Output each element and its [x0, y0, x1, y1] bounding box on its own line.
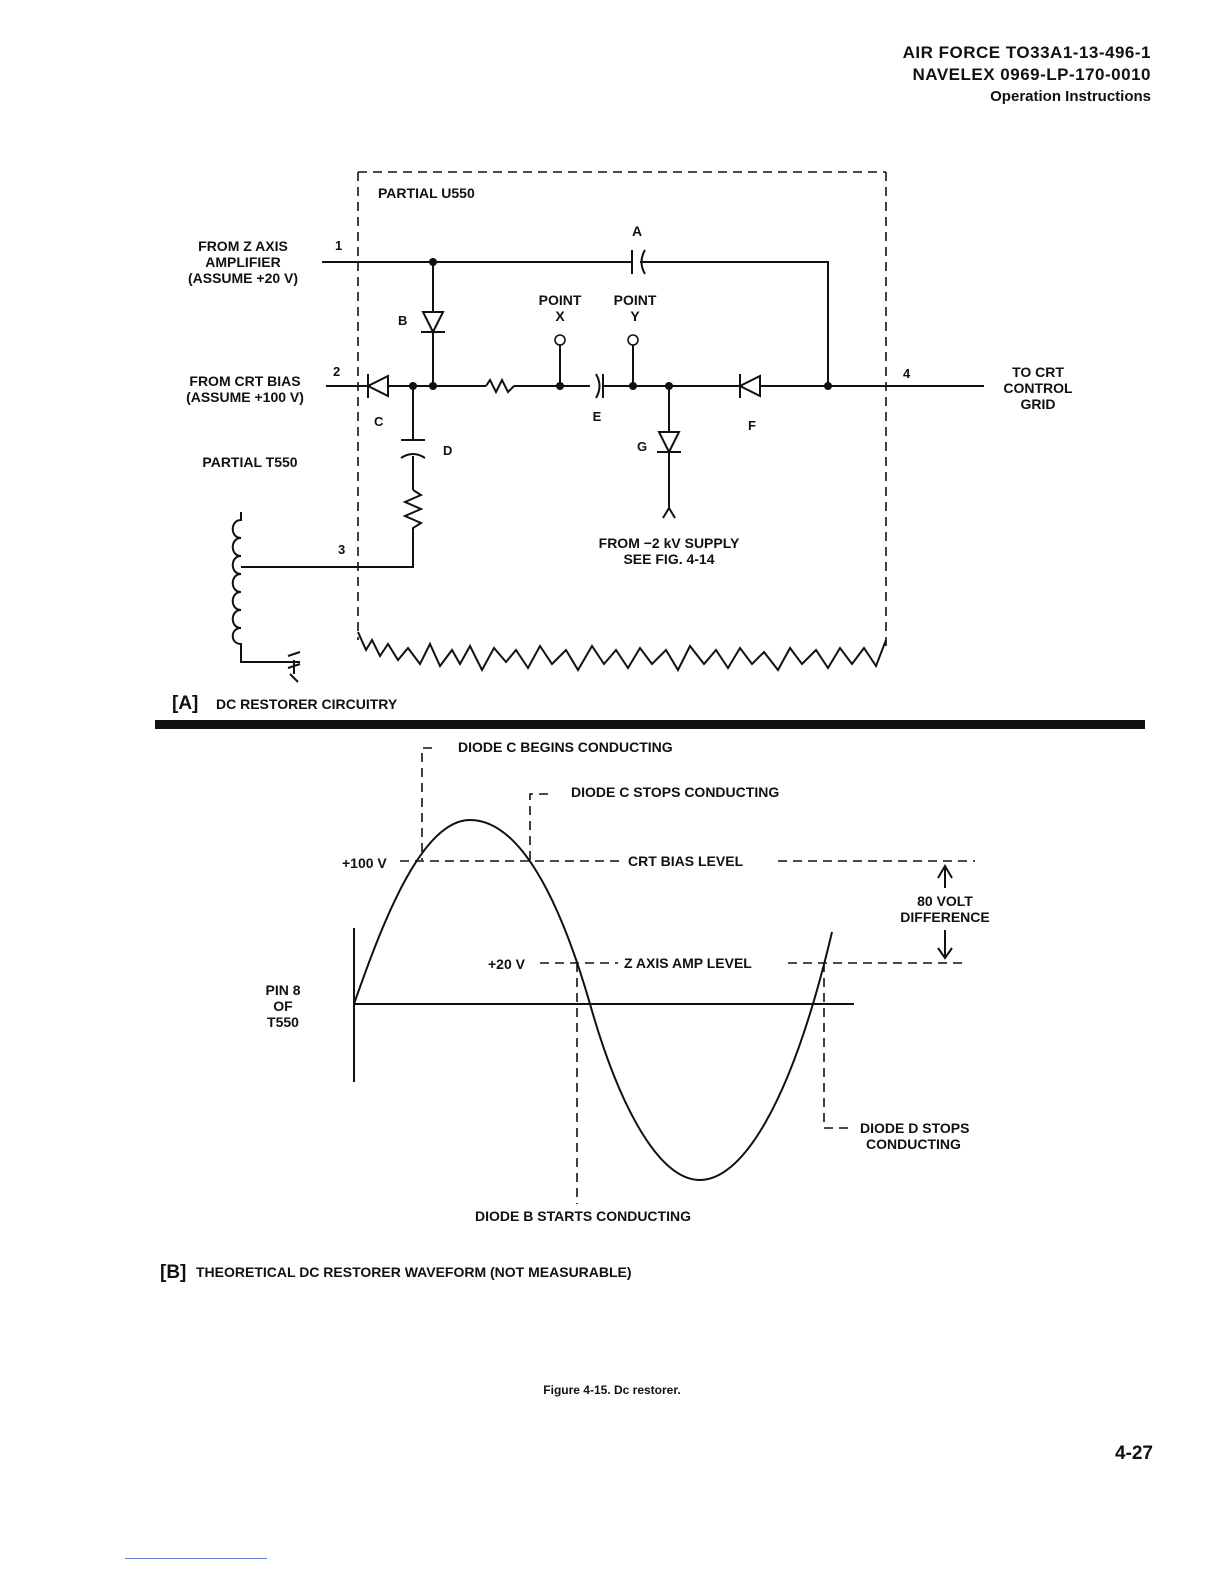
- z-axis-label-3: (ASSUME +20 V): [188, 270, 298, 286]
- tear-line: [357, 631, 887, 673]
- capacitor-a-label: A: [632, 223, 642, 239]
- panel-divider: [155, 720, 1145, 729]
- crt-bias-label-2: (ASSUME +100 V): [186, 389, 304, 405]
- input-z-axis: FROM Z AXIS AMPLIFIER (ASSUME +20 V): [188, 238, 298, 286]
- diode-f-label: F: [748, 418, 756, 433]
- dc-restorer-waveform: PIN 8 OF T550 DIODE C BEGINS CONDUCTING …: [160, 739, 990, 1283]
- header-line-1: AIR FORCE TO33A1-13-496-1: [902, 43, 1151, 62]
- supply-label-2: SEE FIG. 4-14: [623, 551, 714, 567]
- top-wire: [322, 261, 829, 386]
- diode-d-stops-marker: [823, 963, 850, 1129]
- capacitor-d-curve: [400, 453, 426, 459]
- figure-caption: Figure 4-15. Dc restorer.: [543, 1383, 681, 1397]
- module-label: PARTIAL U550: [378, 185, 475, 201]
- supply-arrow: [662, 506, 676, 519]
- transformer-label: PARTIAL T550: [202, 454, 297, 470]
- capacitor-e-label: E: [593, 409, 602, 424]
- header-line-3: Operation Instructions: [990, 88, 1151, 105]
- pin-4-label: 4: [903, 366, 911, 381]
- z-axis-label-1: FROM Z AXIS: [198, 238, 288, 254]
- coupling-resistor: [241, 489, 424, 568]
- difference-label-1: 80 VOLT: [917, 893, 973, 909]
- output-label-2: CONTROL: [1003, 380, 1073, 396]
- junction-b: [429, 382, 437, 390]
- difference-label-2: DIFFERENCE: [900, 909, 989, 925]
- input-crt-bias: FROM CRT BIAS (ASSUME +100 V): [186, 373, 304, 405]
- pin-3-label: 3: [338, 542, 345, 557]
- series-resistor: [485, 377, 515, 395]
- panel-b-caption: THEORETICAL DC RESTORER WAVEFORM (NOT ME…: [196, 1264, 632, 1280]
- capacitor-a-curve: [640, 249, 646, 275]
- junction-y: [629, 382, 637, 390]
- document-header: AIR FORCE TO33A1-13-496-1 NAVELEX 0969-L…: [903, 42, 1151, 108]
- dc-restorer-circuit: PARTIAL U550 FROM Z AXIS AMPLIFIER (ASSU…: [172, 171, 1073, 714]
- header-line-2: NAVELEX 0969-LP-170-0010: [912, 65, 1151, 84]
- point-y-label-1: POINT: [614, 292, 657, 308]
- diode-c-stops-marker: [529, 793, 548, 860]
- difference-arrow-up: [937, 864, 953, 888]
- diode-b-starts-label: DIODE B STARTS CONDUCTING: [475, 1208, 691, 1224]
- capacitor-d-label: D: [443, 443, 452, 458]
- output-label-1: TO CRT: [1012, 364, 1064, 380]
- pin-2-label: 2: [333, 364, 340, 379]
- output-label-3: GRID: [1021, 396, 1056, 412]
- diode-b-symbol: [421, 311, 445, 335]
- point-y-terminal: [627, 334, 639, 346]
- capacitor-e-curve: [595, 373, 601, 399]
- diode-g-symbol: [657, 431, 681, 455]
- point-y-label-2: Y: [630, 308, 640, 324]
- point-x-label-2: X: [555, 308, 565, 324]
- pin-8-label-2: OF: [273, 998, 293, 1014]
- module-boundary: [357, 171, 887, 650]
- waveform-curve: [353, 818, 833, 1182]
- footer-link-line: [125, 1558, 267, 1559]
- diode-b-label: B: [398, 313, 407, 328]
- diode-d-stops-label-1: DIODE D STOPS: [860, 1120, 969, 1136]
- diode-c-begins-label: DIODE C BEGINS CONDUCTING: [458, 739, 673, 755]
- page-number: 4-27: [1114, 1443, 1153, 1464]
- difference-arrow-down: [937, 930, 953, 960]
- diode-c-stops-label: DIODE C STOPS CONDUCTING: [571, 784, 779, 800]
- pin-1-label: 1: [335, 238, 342, 253]
- junction-f: [824, 382, 832, 390]
- diode-c-symbol: [365, 374, 389, 398]
- z-axis-label-2: AMPLIFIER: [205, 254, 280, 270]
- diode-g-label: G: [637, 439, 647, 454]
- supply-label-1: FROM −2 kV SUPPLY: [599, 535, 740, 551]
- diode-c-begins-marker: [421, 747, 432, 860]
- diode-d-stops-label-2: CONDUCTING: [866, 1136, 961, 1152]
- pin-8-label-1: PIN 8: [265, 982, 300, 998]
- panel-a-tag: [A]: [172, 693, 198, 714]
- ground-icon: [286, 651, 301, 683]
- crt-bias-level-label: CRT BIAS LEVEL: [628, 853, 744, 869]
- plus-20v-label: +20 V: [488, 956, 526, 972]
- plus-100v-label: +100 V: [342, 855, 387, 871]
- crt-bias-label-1: FROM CRT BIAS: [189, 373, 300, 389]
- diode-f-symbol: [737, 374, 761, 398]
- junction-x: [556, 382, 564, 390]
- panel-b-tag: [B]: [160, 1262, 186, 1283]
- diode-c-label: C: [374, 414, 384, 429]
- point-x-label-1: POINT: [539, 292, 582, 308]
- point-x-terminal: [554, 334, 566, 346]
- z-axis-level-label: Z AXIS AMP LEVEL: [624, 955, 752, 971]
- pin-8-label-3: T550: [267, 1014, 299, 1030]
- panel-a-caption: DC RESTORER CIRCUITRY: [216, 696, 398, 712]
- transformer-winding: [231, 512, 286, 663]
